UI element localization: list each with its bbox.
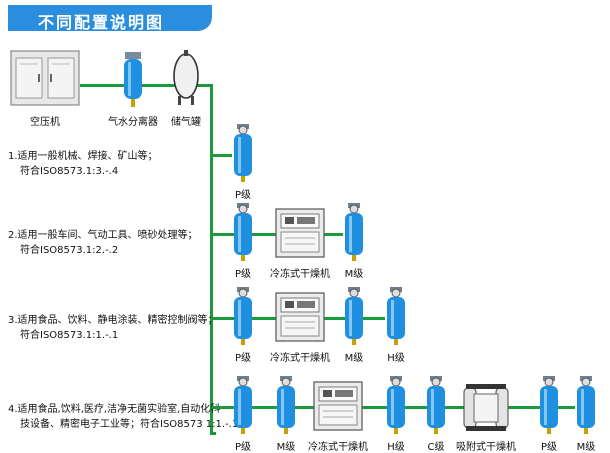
row-3-refrigerated-dryer-label: 冷冻式干燥机 [270,353,330,364]
config-3-desc-line2: 符合ISO8573.1:1.-.1 [20,330,119,341]
row-4-filter-label: C级 [427,442,445,453]
air-compressor-icon [10,50,80,106]
row-3-filter-label: P级 [234,353,252,364]
filter-icon [234,124,252,182]
page-title: 不同配置说明图 [38,13,165,32]
refrigerated-dryer-icon [313,381,363,431]
config-1-desc-line1: 1.适用一般机械、焊接、矿山等； [8,151,158,162]
pipe-main-vertical [210,84,213,434]
refrigerated-dryer-icon [275,292,325,342]
row-3-filter-label: M级 [344,353,364,364]
row-4-filter-label: M级 [576,442,596,453]
row-3-filter-label: H级 [387,353,405,364]
pipe-row-1 [212,154,232,157]
row-2-refrigerated-dryer-label: 冷冻式干燥机 [270,269,330,280]
row-4-filter-label: H级 [387,442,405,453]
config-1-desc-line2: 符合ISO8573.1:3.-.4 [20,166,119,177]
tank-label: 储气罐 [171,117,201,128]
filter-icon [577,376,595,434]
config-2-desc-line2: 符合ISO8573.1:2.-.2 [20,245,119,256]
refrigerated-dryer-icon [275,208,325,258]
row-2-filter-label: P级 [234,269,252,280]
filter-icon [234,376,252,434]
compressor-label: 空压机 [30,117,60,128]
config-2-description: 2.适用一般车间、气动工具、喷砂处理等； 符合ISO8573.1:2.-.2 [8,228,198,258]
config-4-desc-line1: 4.适用食品,饮料,医疗,洁净无菌实验室,自动化科 [8,404,221,415]
row-4-filter-label: M级 [276,442,296,453]
water-separator-icon [124,52,142,107]
row-4-filter-label: P级 [540,442,558,453]
config-4-description: 4.适用食品,饮料,医疗,洁净无菌实验室,自动化科 技设备、精密电子工业等；符合… [8,402,238,432]
filter-icon [345,287,363,345]
filter-icon [277,376,295,434]
row-2-filter-label: M级 [344,269,364,280]
row-4-filter-label: P级 [234,442,252,453]
separator-label: 气水分离器 [108,117,158,128]
config-4-desc-line2: 技设备、精密电子工业等；符合ISO8573 1:1.-.1 [20,419,239,430]
title-banner: 不同配置说明图 [8,5,212,32]
config-2-desc-line1: 2.适用一般车间、气动工具、喷砂处理等； [8,230,198,241]
pipe-bottom [210,432,216,435]
air-tank-icon [173,50,199,105]
config-1-description: 1.适用一般机械、焊接、矿山等； 符合ISO8573.1:3.-.4 [8,149,158,179]
filter-icon [387,287,405,345]
adsorption-dryer-icon [463,384,509,431]
config-3-desc-line1: 3.适用食品、饮料、静电涂装、精密控制阀等； [8,315,218,326]
config-3-description: 3.适用食品、饮料、静电涂装、精密控制阀等； 符合ISO8573.1:1.-.1 [8,313,218,343]
filter-icon [387,376,405,434]
row-4-adsorption-dryer-label: 吸附式干燥机 [456,442,516,453]
filter-icon [540,376,558,434]
pipe-main-horizontal [80,84,212,87]
filter-icon [427,376,445,434]
filter-icon [234,203,252,261]
row-4-refrigerated-dryer-label: 冷冻式干燥机 [308,442,368,453]
filter-icon [234,287,252,345]
row-1-filter-label: P级 [234,190,252,201]
filter-icon [345,203,363,261]
